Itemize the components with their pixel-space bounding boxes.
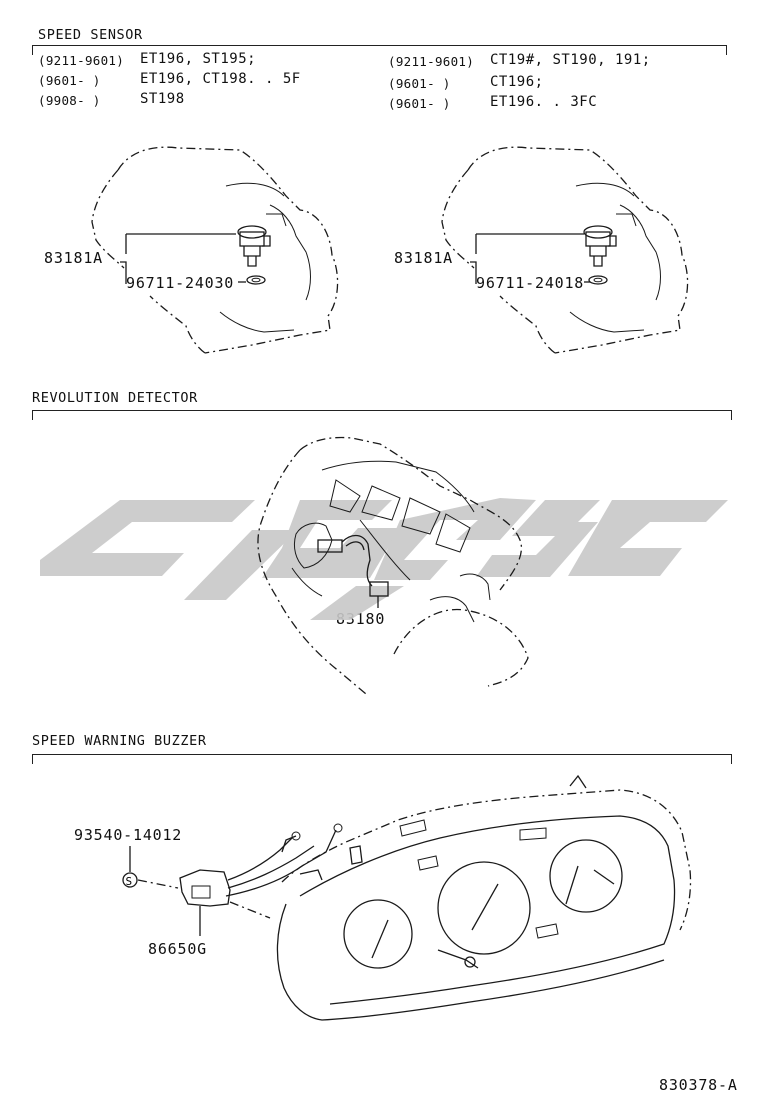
right-sensor-part-number: 83181A (394, 249, 453, 267)
speed-warning-buzzer (179, 823, 343, 907)
speed-sensor-title: SPEED SENSOR (38, 27, 143, 43)
left-applic-range-3: (9908- ) (38, 93, 101, 108)
screw-symbol: S (126, 875, 133, 888)
left-transmission-drawing (91, 146, 339, 354)
left-speed-sensor (237, 225, 271, 285)
left-applic-models-1: ET196, ST195; (140, 51, 257, 67)
speed-sensor-header-line (32, 45, 727, 46)
revolution-detector-sensor (317, 534, 389, 597)
speed-warning-buzzer-header-line (32, 754, 732, 755)
left-ring-part-number: 96711-24030 (126, 274, 235, 292)
left-applic-models-3: ST198 (140, 91, 185, 107)
combination-meter-drawing (276, 774, 692, 1021)
right-applic-models-1: CT19#, ST190, 191; (490, 52, 651, 68)
right-ring-part-number: 96711-24018 (476, 274, 585, 292)
screw-symbol-circle (122, 872, 138, 888)
left-applic-range-2: (9601- ) (38, 73, 101, 88)
revolution-detector-title: REVOLUTION DETECTOR (32, 390, 198, 406)
header-tick (32, 754, 33, 764)
header-tick (731, 754, 732, 764)
header-tick (32, 410, 33, 420)
engine-drawing (257, 436, 529, 695)
figure-id: 830378-A (659, 1076, 738, 1094)
right-speed-sensor (583, 225, 617, 285)
speed-warning-buzzer-title: SPEED WARNING BUZZER (32, 733, 207, 749)
watermark-logo (40, 498, 728, 620)
left-applic-range-1: (9211-9601) (38, 53, 125, 68)
right-applic-models-3: ET196. . 3FC (490, 94, 598, 110)
header-tick (32, 45, 33, 55)
header-tick (731, 410, 732, 420)
right-applic-range-1: (9211-9601) (388, 54, 475, 69)
right-transmission-drawing (441, 146, 689, 354)
buzzer-part-number: 86650G (148, 940, 207, 958)
revolution-detector-header-line (32, 410, 732, 411)
right-applic-range-2: (9601- ) (388, 76, 451, 91)
left-applic-models-2: ET196, CT198. . 5F (140, 71, 301, 87)
left-sensor-part-number: 83181A (44, 249, 103, 267)
right-applic-models-2: CT196; (490, 74, 544, 90)
screw-part-number: 93540-14012 (74, 826, 183, 844)
right-applic-range-3: (9601- ) (388, 96, 451, 111)
header-tick (726, 45, 727, 55)
